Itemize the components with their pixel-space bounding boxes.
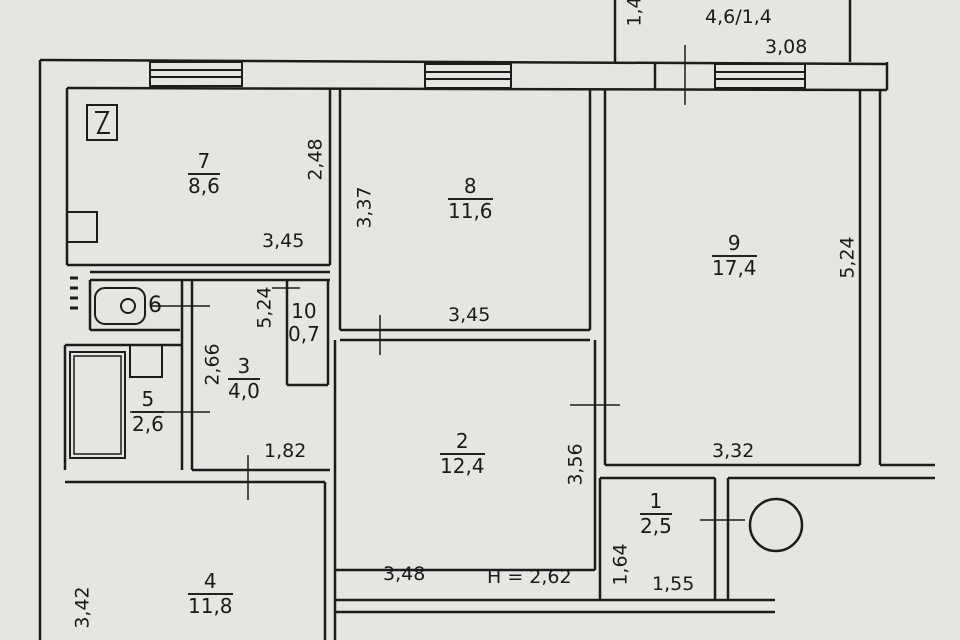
sink-icon [66, 211, 98, 243]
dim-room8-width: 3,45 [448, 304, 491, 326]
dim-room3-length: 2,66 [201, 343, 224, 386]
stove-icon [86, 104, 118, 141]
column-icon [748, 497, 804, 553]
window [424, 63, 512, 89]
dim-room7-length: 2,48 [304, 138, 327, 181]
ceiling-height: H = 2,62 [487, 566, 572, 588]
room-area: 11,8 [188, 594, 233, 618]
room-area: 8,6 [188, 174, 220, 198]
room-area: 2,6 [132, 412, 164, 436]
balcony-width: 3,08 [765, 36, 808, 58]
dim-room8-length: 3,37 [353, 186, 376, 229]
dim-room1-length: 1,64 [609, 543, 632, 586]
room-area: 0,7 [288, 322, 320, 346]
room-area: 11,6 [448, 199, 493, 223]
room-number: 3 [228, 355, 260, 380]
room-area: 4,0 [228, 379, 260, 403]
room-number: 8 [448, 175, 493, 200]
room-number: 5 [132, 388, 164, 413]
room-number: 7 [188, 150, 220, 175]
room-area: 2,5 [640, 514, 672, 538]
dim-room7-width: 3,45 [262, 230, 305, 252]
dim-room9-length: 5,24 [836, 236, 859, 279]
dim-room3-width: 1,82 [264, 440, 307, 462]
dim-corridor-length: 5,24 [253, 286, 276, 329]
dim-room4-length: 3,42 [71, 586, 94, 629]
dim-room9-width: 3,32 [712, 440, 755, 462]
room-area: 12,4 [440, 454, 485, 478]
room-number: 1 [640, 490, 672, 515]
window [149, 61, 243, 87]
room-area: 17,4 [712, 256, 757, 280]
balcony-depth: 1,4 [623, 0, 646, 27]
dim-room2-width: 3,48 [383, 563, 426, 585]
room-number: 2 [440, 430, 485, 455]
room-number: 10 [291, 299, 317, 323]
balcony-area: 4,6/1,4 [705, 6, 772, 28]
room-6-number: 6 [148, 293, 162, 318]
dim-room1-width: 1,55 [652, 573, 695, 595]
washbasin-icon [129, 344, 163, 378]
window [714, 63, 806, 89]
room-number: 4 [188, 570, 233, 595]
room-number: 9 [712, 232, 757, 257]
dim-room2-length: 3,56 [564, 443, 587, 486]
toilet-icon [94, 287, 146, 325]
bathtub-icon [69, 351, 126, 459]
